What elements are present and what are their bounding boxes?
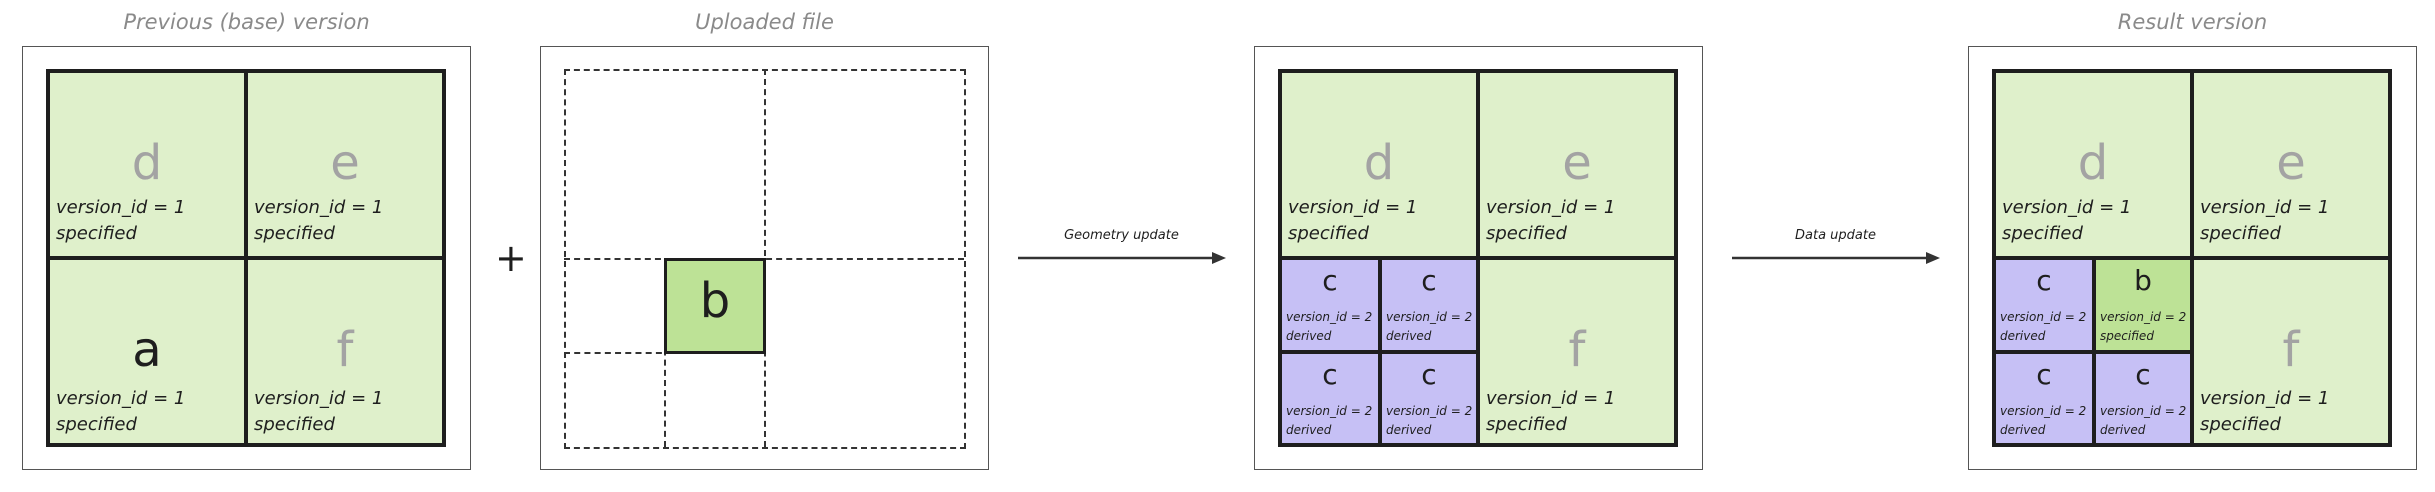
tile-status: derived (1386, 423, 1432, 437)
tile-status: specified (56, 223, 137, 244)
tile-letter: d (1363, 135, 1395, 191)
tile-status: specified (2200, 223, 2281, 244)
tile-c: c version_id = 2 derived (1378, 350, 1480, 447)
tile-b: b version_id = 2 specified (2092, 256, 2194, 354)
tile-status: specified (1486, 223, 1567, 244)
tile-version: version_id = 1 (254, 388, 384, 409)
arrow-right-icon (1732, 252, 1940, 264)
tile-letter: b (2134, 264, 2152, 297)
tile-status: derived (1286, 423, 1332, 437)
tile-status: specified (254, 223, 335, 244)
tile-letter: a (132, 322, 162, 378)
geometry-grid: d version_id = 1 specified e version_id … (1278, 69, 1678, 447)
tile-version: version_id = 2 (1386, 310, 1473, 324)
tile-letter: b (699, 273, 731, 329)
base-grid: d version_id = 1 specified e version_id … (46, 69, 446, 447)
base-version-title: Previous (base) version (123, 10, 370, 34)
tile-status: specified (56, 414, 137, 435)
tile-status: derived (2000, 329, 2046, 343)
tile-status: specified (2100, 329, 2154, 343)
tile-status: specified (254, 414, 335, 435)
tile-c: c version_id = 2 derived (1992, 256, 2096, 354)
tile-status: specified (2200, 414, 2281, 435)
tile-e: e version_id = 1 specified (244, 69, 446, 260)
tile-version: version_id = 2 (1286, 404, 1373, 418)
tile-c: c version_id = 2 derived (1278, 350, 1382, 447)
tile-version: version_id = 2 (2100, 310, 2187, 324)
tile-version: version_id = 2 (2000, 310, 2087, 324)
uploaded-grid: b (564, 69, 966, 449)
tile-letter: d (2077, 135, 2109, 191)
tile-e: e version_id = 1 specified (1476, 69, 1678, 260)
tile-f: f version_id = 1 specified (2190, 256, 2392, 447)
tile-version: version_id = 1 (254, 197, 384, 218)
tile-version: version_id = 2 (1386, 404, 1473, 418)
tile-version: version_id = 1 (1288, 197, 1418, 218)
tile-status: derived (1386, 329, 1432, 343)
tile-a: a version_id = 1 specified (46, 256, 248, 447)
tile-c: c version_id = 2 derived (2092, 350, 2194, 447)
tile-c: c version_id = 2 derived (1992, 350, 2096, 447)
tile-status: specified (1288, 223, 1369, 244)
tile-status: specified (1486, 414, 1567, 435)
tile-c: c version_id = 2 derived (1278, 256, 1382, 354)
tile-version: version_id = 1 (2200, 197, 2330, 218)
tile-version: version_id = 2 (2000, 404, 2087, 418)
tile-status: derived (1286, 329, 1332, 343)
result-grid: d version_id = 1 specified e version_id … (1992, 69, 2392, 447)
data-update-label: Data update (1795, 228, 1876, 243)
tile-version: version_id = 2 (2100, 404, 2187, 418)
tile-e: e version_id = 1 specified (2190, 69, 2392, 260)
tile-letter: d (131, 135, 163, 191)
tile-letter: c (1322, 264, 1338, 297)
tile-status: derived (2000, 423, 2046, 437)
tile-letter: c (1421, 358, 1437, 391)
tile-letter: e (330, 135, 360, 191)
arrow-right-icon (1018, 252, 1226, 264)
tile-letter: f (2282, 322, 2300, 378)
tile-d: d version_id = 1 specified (46, 69, 248, 260)
tile-version: version_id = 1 (56, 388, 186, 409)
plus-operator: + (495, 236, 527, 280)
tile-d: d version_id = 1 specified (1992, 69, 2194, 260)
tile-letter: c (1421, 264, 1437, 297)
tile-d: d version_id = 1 specified (1278, 69, 1480, 260)
tile-letter: f (336, 322, 354, 378)
tile-letter: c (2036, 358, 2052, 391)
tile-version: version_id = 1 (56, 197, 186, 218)
tile-version: version_id = 1 (1486, 197, 1616, 218)
uploaded-file-title: Uploaded file (695, 10, 834, 34)
base-version-panel: d version_id = 1 specified e version_id … (22, 46, 471, 470)
tile-f: f version_id = 1 specified (1476, 256, 1678, 447)
tile-letter: c (2135, 358, 2151, 391)
tile-version: version_id = 1 (2200, 388, 2330, 409)
geometry-update-label: Geometry update (1064, 228, 1179, 243)
tile-letter: c (1322, 358, 1338, 391)
tile-letter: c (2036, 264, 2052, 297)
result-version-title: Result version (2117, 10, 2268, 34)
tile-letter: e (2276, 135, 2306, 191)
tile-version: version_id = 2 (1286, 310, 1373, 324)
tile-f: f version_id = 1 specified (244, 256, 446, 447)
tile-status: derived (2100, 423, 2146, 437)
tile-c: c version_id = 2 derived (1378, 256, 1480, 354)
geometry-updated-panel: d version_id = 1 specified e version_id … (1254, 46, 1703, 470)
tile-letter: e (1562, 135, 1592, 191)
tile-b: b (664, 258, 766, 354)
tile-letter: f (1568, 322, 1586, 378)
result-version-panel: d version_id = 1 specified e version_id … (1968, 46, 2417, 470)
tile-version: version_id = 1 (2002, 197, 2132, 218)
tile-status: specified (2002, 223, 2083, 244)
tile-version: version_id = 1 (1486, 388, 1616, 409)
uploaded-file-panel: b (540, 46, 989, 470)
